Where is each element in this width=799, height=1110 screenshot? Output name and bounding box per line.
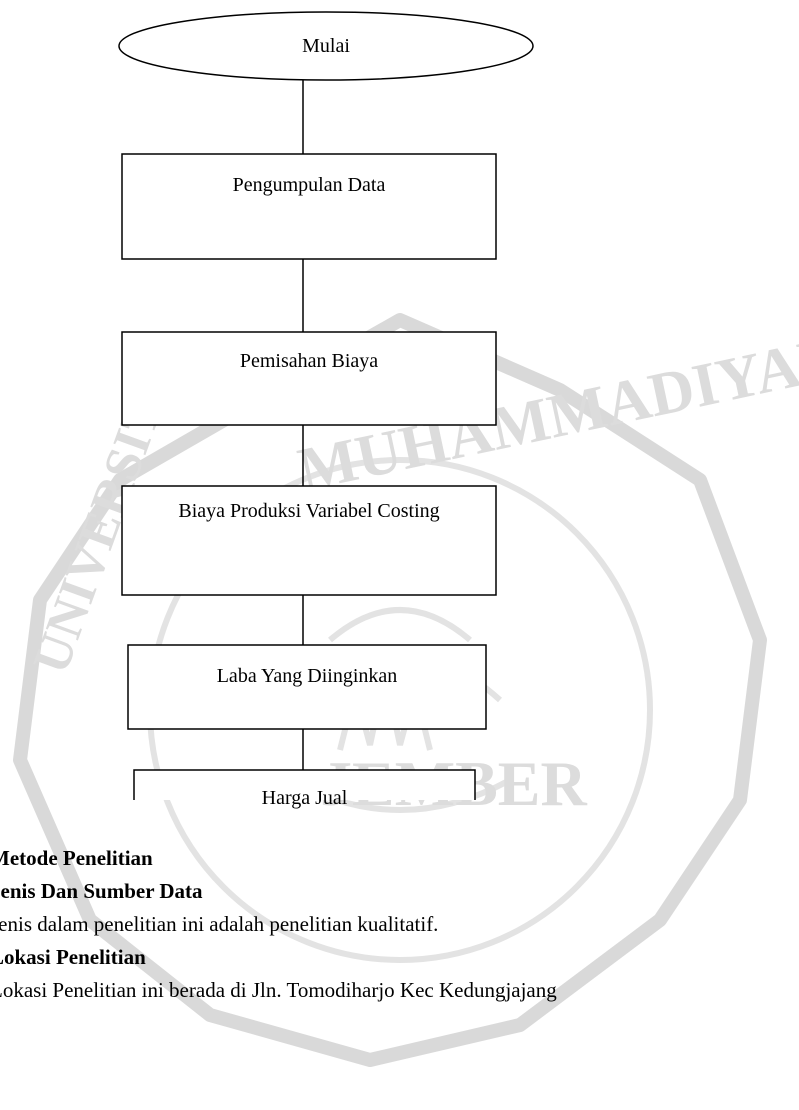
step-pengumpulan-data: Pengumpulan Data [232, 174, 386, 196]
paragraph-jenis: Jenis dalam penelitian ini adalah peneli… [0, 912, 439, 936]
heading-lokasi-penelitian: Lokasi Penelitian [0, 945, 146, 969]
heading-metode-penelitian: Metode Penelitian [0, 846, 153, 870]
process-box-shape [121, 331, 497, 426]
paragraph-lokasi: Lokasi Penelitian ini berada di Jln. Tom… [0, 978, 557, 1002]
step-biaya-produksi: Biaya Produksi Variabel Costing [178, 500, 440, 522]
step-harga-jual: Harga Jual [261, 787, 348, 809]
start-terminal: Mulai [302, 35, 350, 57]
process-box-shape [127, 644, 487, 730]
step-laba-diinginkan: Laba Yang Diinginkan [216, 665, 398, 687]
process-box-shape [121, 153, 497, 260]
process-box-shape [133, 769, 476, 800]
heading-jenis-sumber-data: Jenis Dan Sumber Data [0, 879, 203, 903]
document-body: Metode Penelitian Jenis Dan Sumber Data … [0, 842, 799, 1007]
flowchart [118, 11, 534, 800]
step-pemisahan-biaya: Pemisahan Biaya [239, 350, 379, 372]
start-terminal-shape [118, 11, 534, 81]
process-box-shape [121, 485, 497, 596]
